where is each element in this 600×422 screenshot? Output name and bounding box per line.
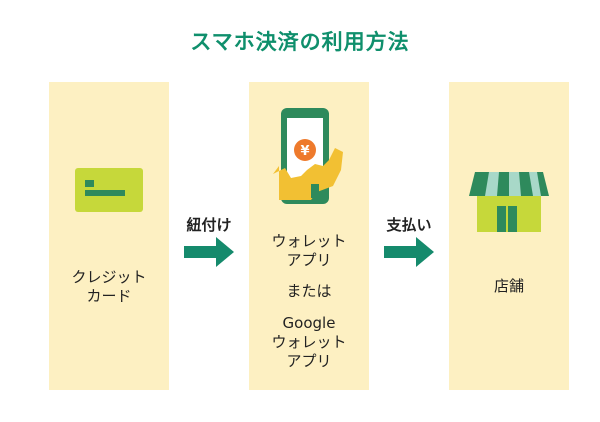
step-google-wallet-label: Google ウォレット アプリ — [271, 314, 347, 370]
step-wallet-app-panel: ¥ ウォレット アプリ または Google ウォレット アプリ — [249, 82, 369, 390]
arrow-label-pay: 支払い — [386, 216, 432, 234]
diagram-title: スマホ決済の利用方法 — [190, 30, 410, 54]
step-credit-card-panel: クレジット カード — [49, 82, 169, 390]
step-or-label: または — [286, 282, 332, 300]
store-icon — [469, 172, 549, 232]
step-store-panel: 店舗 — [449, 82, 569, 390]
step-credit-card-label: クレジット カード — [71, 268, 147, 305]
yen-symbol: ¥ — [300, 144, 309, 159]
step-wallet-app-label: ウォレット アプリ — [271, 232, 347, 269]
smartphone-yen-icon: ¥ — [273, 108, 343, 204]
right-arrow-icon — [384, 237, 434, 267]
arrow-label-link: 紐付け — [186, 216, 232, 234]
step-store-label: 店舗 — [493, 277, 524, 295]
credit-card-icon — [75, 168, 143, 212]
right-arrow-icon — [184, 237, 234, 267]
